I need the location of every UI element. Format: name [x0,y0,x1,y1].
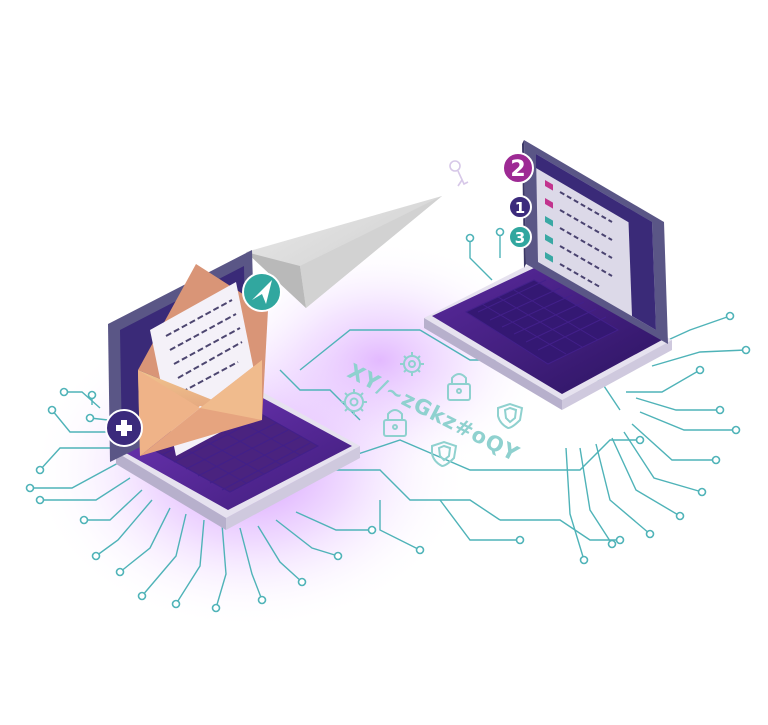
send-arrow-icon [242,272,282,312]
right-laptop-screen [536,154,656,330]
badge-1: 1 [508,195,532,219]
right-screen-list [545,180,613,288]
right-laptop [424,140,672,410]
svg-text:3: 3 [515,229,525,247]
lock-icon [383,409,407,437]
shield-icon [431,440,458,468]
shield-icon [497,402,524,430]
gear-icon [341,389,367,415]
gear-icon [400,352,424,376]
svg-text:1: 1 [515,199,525,217]
security-icons [341,352,524,468]
svg-text:2: 2 [510,157,525,182]
lock-icon [447,373,471,401]
circuit-nodes [25,227,751,613]
plus-icon [105,409,143,447]
key-icon [449,160,469,187]
badge-2: 2 [502,152,534,184]
envelope-icon [138,264,268,456]
badge-3: 3 [508,225,532,249]
circuit-traces [30,232,747,609]
right-laptop-keyboard [464,279,620,365]
